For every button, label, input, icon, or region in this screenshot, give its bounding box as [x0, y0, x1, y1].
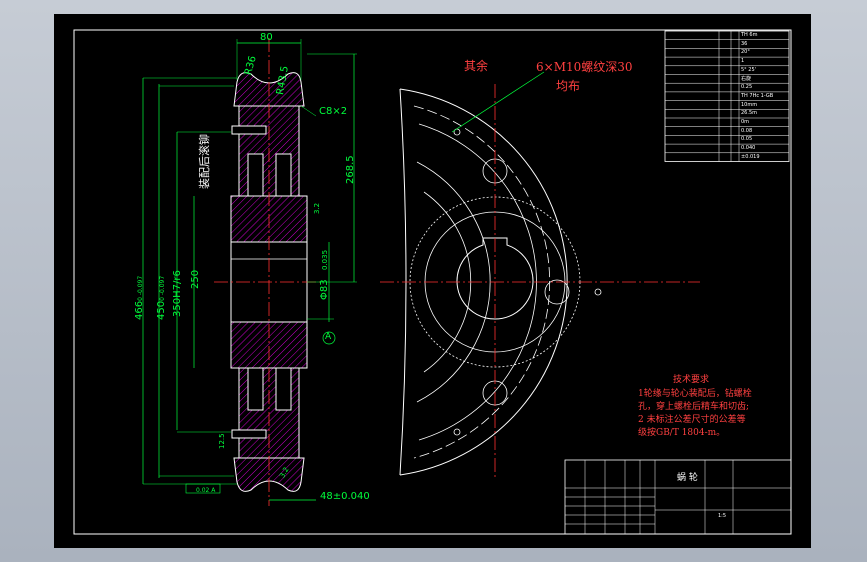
part-name: 蜗 轮 [677, 473, 698, 483]
bolt-hole-2 [453, 428, 461, 436]
bolt-upper [231, 125, 267, 135]
dim-d466: 4660 -0.097 [134, 275, 145, 320]
param-table-border [664, 30, 790, 162]
dim-shaft-tol: 0.035 [321, 249, 329, 270]
tolerance-frame [185, 483, 221, 494]
param-value: 0m [741, 119, 750, 125]
lightening-hole-right [544, 279, 570, 305]
param-value: 0.08 [741, 127, 753, 134]
rough-box: 0.02 A [196, 487, 216, 494]
dim-key-width: 48±0.040 [320, 491, 370, 502]
param-value: 5° 25' [741, 66, 757, 73]
dim-hub: 250 [190, 269, 201, 289]
datum-circle [322, 331, 336, 345]
bore-with-keyway [456, 237, 534, 320]
tech-req-line-4: 级按GB/T 1804-m。 [638, 428, 726, 438]
pitch-circle-outer [413, 105, 550, 459]
lightening-hole-ur [275, 153, 292, 197]
cad-viewport[interactable]: 80 R36 R43.5 C8×2 4660 -0.097 4500 -0.09… [54, 14, 811, 548]
dim-radius: 268.5 [345, 155, 356, 184]
param-value: 0.040 [741, 145, 756, 152]
dim-d450: 4500 -0.097 [156, 275, 167, 320]
holes-note-2: 均布 [556, 79, 581, 93]
param-value: 右旋 [741, 75, 752, 82]
dim-chamfer: C8×2 [319, 106, 348, 117]
drawing-canvas [73, 29, 792, 535]
other-rough-note: 其余 [464, 59, 489, 73]
lightening-hole-ul [247, 153, 264, 197]
drawing-frame [73, 29, 792, 535]
assembly-note: 装配后滚铆 [198, 134, 211, 189]
bolt-hole-3 [594, 288, 602, 296]
dim-width: 80 [260, 32, 273, 43]
param-value: TH 7Hc 1-GB [741, 92, 774, 99]
lightening-hole-ll [247, 367, 264, 411]
chamfer-leader [300, 105, 317, 117]
param-value: 36 [741, 40, 748, 47]
param-value: 20° [741, 49, 750, 56]
param-value: 0.05 [741, 136, 753, 143]
tech-req-line-2: 孔，穿上螺栓后精车和切齿; [638, 402, 750, 412]
holes-leader [451, 71, 545, 133]
dim-shaft: Φ83 [319, 279, 330, 300]
param-value: 10mm [741, 101, 758, 108]
holes-note: 6×M10螺纹深30 [536, 60, 633, 74]
scale: 1:5 [718, 513, 727, 519]
param-value: 26.5m [741, 110, 758, 117]
param-value: 0.25 [741, 84, 753, 91]
param-value: ±0.019 [741, 153, 760, 160]
param-value: 1 [741, 58, 745, 65]
lightening-hole-lr [275, 367, 292, 411]
datum-label: A [325, 332, 332, 342]
tech-req-line-1: 1轮缘与轮心装配后，钻螺栓 [638, 389, 752, 399]
tech-req-line-3: 2 未标注公差尺寸的公差等 [638, 415, 746, 425]
param-value: TH 6m [741, 32, 758, 38]
tech-req-title: 技术要求 [673, 375, 710, 385]
rough-1: 3.2 [313, 202, 321, 214]
dim-bore-fit: 350H7/r6 [172, 270, 183, 317]
rough-2: 12.5 [218, 433, 226, 449]
bolt-lower [231, 429, 267, 439]
